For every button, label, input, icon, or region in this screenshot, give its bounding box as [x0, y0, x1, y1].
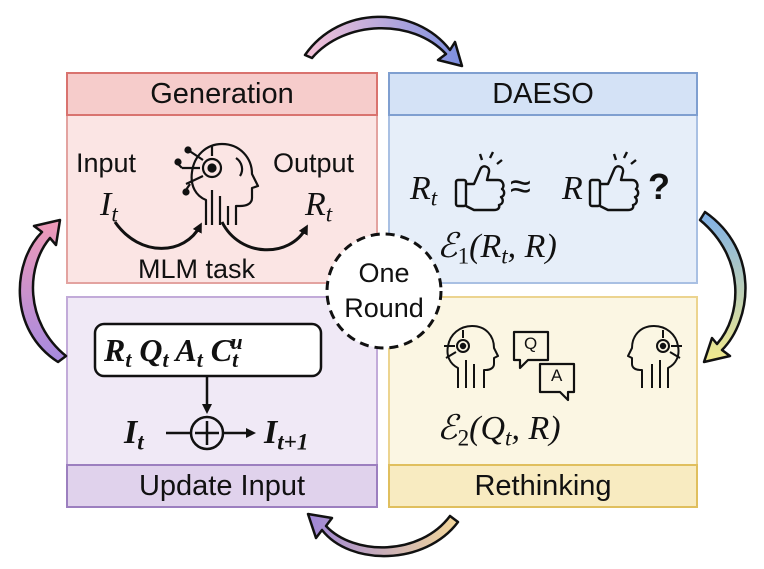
rethink-header: Rethinking	[388, 464, 698, 508]
input-label: Input	[76, 148, 137, 178]
it-sub: t	[137, 429, 144, 456]
comp-a: A	[175, 331, 197, 368]
chat-bubbles-icon	[512, 330, 576, 402]
cycle-arrow-bottom	[306, 512, 460, 558]
rethink-args-end: , R)	[511, 410, 561, 447]
daeso-title: DAESO	[492, 77, 594, 110]
daeso-args: (R	[469, 228, 502, 265]
ai-head-icon-left	[444, 325, 499, 388]
one-round-line2: Round	[344, 293, 424, 323]
update-title: Update Input	[138, 469, 306, 502]
daeso-rhs: R	[562, 170, 583, 207]
it-symbol: It	[124, 414, 144, 456]
approx-sign: ≈	[510, 166, 531, 208]
comp-r: R	[104, 331, 126, 368]
one-round-circle	[325, 232, 443, 350]
update-header: Update Input	[66, 464, 378, 508]
generation-header: Generation	[66, 72, 378, 116]
comp-q: Q	[139, 331, 163, 368]
comp-a-sub: t	[196, 348, 203, 373]
input-symbol: It	[100, 186, 118, 228]
daeso-metric-sub: 1	[457, 243, 470, 270]
mlm-task-label: MLM task	[138, 254, 256, 284]
next-symbol: It+1	[264, 414, 308, 456]
rethink-args: (Q	[469, 410, 506, 447]
thumbs-up-icon-2	[588, 151, 640, 212]
ai-head-icon	[174, 142, 260, 225]
bubble-q-label: Q	[524, 334, 538, 353]
next-sub: t+1	[277, 429, 309, 456]
daeso-metric-sym: ℰ	[437, 228, 458, 265]
cycle-arrow-right	[698, 210, 747, 364]
cycle-arrow-top	[303, 15, 464, 68]
input-sym: I	[100, 186, 112, 223]
daeso-lhs-sub: t	[430, 185, 438, 212]
daeso-lhs: Rt	[410, 170, 437, 212]
next-sym: I	[264, 414, 278, 451]
gen-arrow-in	[113, 221, 202, 250]
daeso-args-sub: t	[501, 243, 508, 270]
daeso-args-end: , R)	[507, 228, 557, 265]
rethink-metric-sub: 2	[457, 425, 470, 452]
one-round-label: One Round	[327, 256, 441, 326]
output-symbol: Rt	[305, 186, 332, 228]
rethink-title: Rethinking	[474, 469, 612, 502]
bubble-a-label: A	[551, 366, 563, 385]
thumbs-up-icon	[454, 151, 506, 212]
gen-arrow-out	[220, 221, 308, 252]
plus-sign	[195, 421, 219, 445]
rethink-metric: ℰ2(Qt, R)	[437, 408, 561, 452]
components-text: Rt Qt At Ctu	[104, 330, 243, 373]
question-mark: ?	[648, 166, 670, 207]
output-sym: R	[305, 186, 326, 223]
comp-c: C	[210, 331, 233, 368]
comp-r-sub: t	[125, 348, 132, 373]
output-label: Output	[273, 148, 355, 178]
comp-c-sub: t	[232, 348, 239, 373]
it-sym: I	[124, 414, 138, 451]
input-sub: t	[111, 201, 118, 228]
rethink-args-sub: t	[505, 425, 512, 452]
input-components-box	[93, 322, 323, 378]
daeso-header: DAESO	[388, 72, 698, 116]
comp-q-sub: t	[162, 348, 169, 373]
daeso-metric: ℰ1(Rt, R)	[437, 226, 557, 270]
daeso-lhs-sym: R	[410, 170, 431, 207]
cycle-arrow-left	[18, 218, 68, 364]
generation-title: Generation	[150, 77, 294, 110]
output-sub: t	[325, 201, 333, 228]
rethink-metric-sym: ℰ	[437, 410, 458, 447]
ai-head-icon-right	[627, 325, 682, 388]
one-round-line1: One	[358, 258, 410, 288]
comp-c-sup: u	[230, 330, 243, 354]
